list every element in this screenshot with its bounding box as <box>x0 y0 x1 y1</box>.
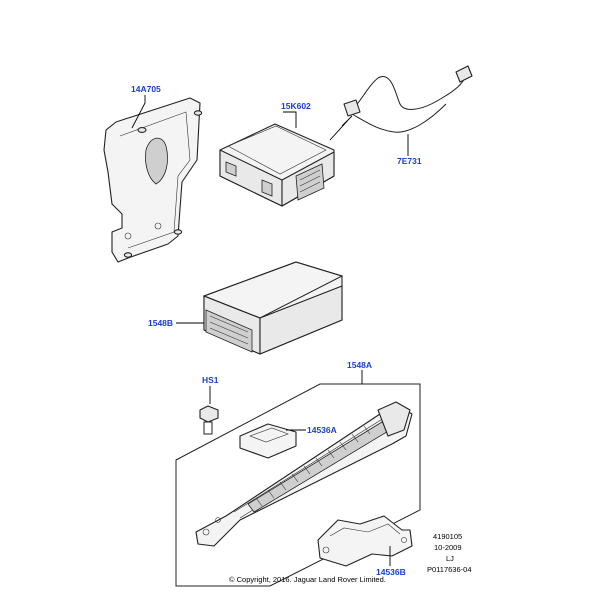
callout-14536a: 14536A <box>307 425 337 435</box>
callout-1548a: 1548A <box>347 360 372 370</box>
module-15k602: 15K602 <box>219 101 335 207</box>
mount-bracket-14536b: 14536B <box>317 515 413 577</box>
copyright-text: © Copyright, 2016. Jaguar Land Rover Lim… <box>229 575 386 584</box>
bracket-14a705: 14A705 <box>103 84 203 263</box>
meta-initials: LJ <box>446 554 454 563</box>
callout-14a705: 14A705 <box>131 84 161 94</box>
meta-ref: P0117636-04 <box>427 565 471 574</box>
reference-block: 4190105 10-2009 LJ P0117636-04 <box>427 532 471 574</box>
connector-housing <box>195 401 413 547</box>
meta-code: 4190105 <box>433 532 462 541</box>
callout-hs1: HS1 <box>202 375 219 385</box>
callout-15k602: 15K602 <box>281 101 311 111</box>
callout-14536b: 14536B <box>376 567 406 577</box>
meta-date: 10-2009 <box>434 543 462 552</box>
screw-hs1: HS1 <box>199 375 219 435</box>
antenna-cable-7e731: 7E731 <box>329 65 473 166</box>
clip-14536a: 14536A <box>239 423 337 459</box>
callout-7e731: 7E731 <box>397 156 422 166</box>
kit-frame-1548a: 1548A <box>175 360 421 587</box>
module-1548b: 1548B <box>148 261 344 355</box>
callout-1548b: 1548B <box>148 318 173 328</box>
